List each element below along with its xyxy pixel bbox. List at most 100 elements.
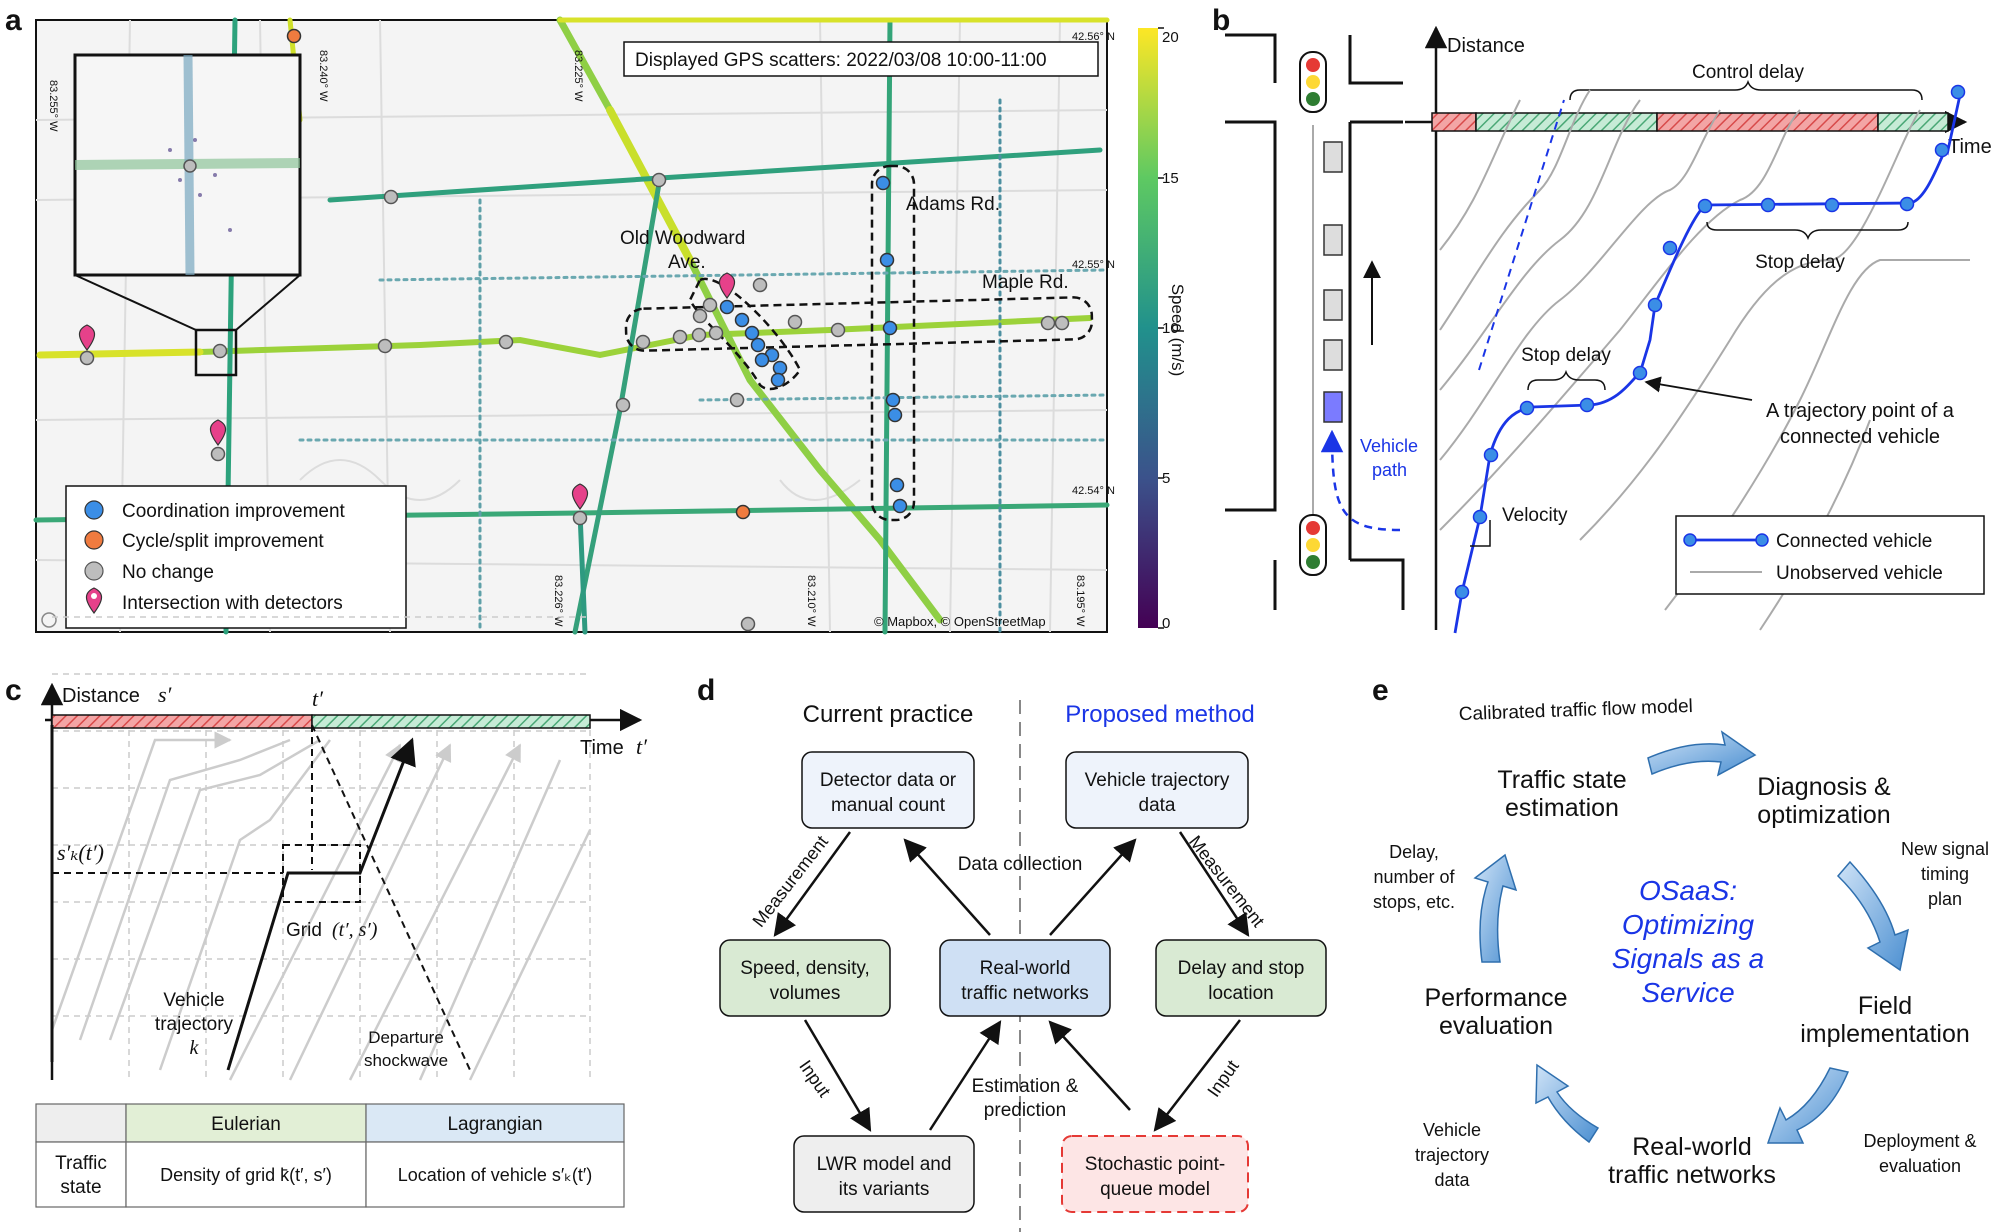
vehicle-trajectory-label: k [190,1037,200,1059]
trajectory-points [1454,84,1966,600]
trajectory-point-annotation: connected vehicle [1780,426,1940,448]
trajectory-point [1697,198,1713,214]
axis-label-distance-c: Distance [62,685,140,707]
legend-label: Coordination improvement [122,501,346,522]
trajectory-point [1472,509,1488,525]
intersection-no-change [1040,315,1056,331]
trajectory-point [1647,297,1663,313]
column-title-current: Current practice [803,701,974,728]
intersection-coordination [882,320,898,336]
vehicle-trajectory-label: Vehicle [163,990,224,1011]
map-panel: 83.255° W 83.240° W 83.225° W 83.226° W … [33,16,1187,635]
colorbar-title: Speed (m/s) [1168,284,1187,377]
intersection-no-change [708,325,724,341]
intersection-no-change [210,446,226,462]
intersection-no-change [635,334,651,350]
colorbar-tick-label: 10 [1162,320,1179,337]
stage-diagnosis: optimization [1757,801,1890,829]
map-inset [73,53,302,377]
label-input-right: Input [1203,1056,1242,1100]
box-text: traffic networks [961,983,1088,1004]
colorbar-tick-label: 15 [1162,170,1179,187]
intersection-coordination [754,352,770,368]
detector-pins [78,272,736,511]
trajectory-point [1950,84,1966,100]
intersection-no-change [692,308,708,324]
panel-label-c: c [5,674,22,707]
intersection-no-change [383,189,399,205]
departure-shockwave-label: shockwave [364,1051,448,1070]
stage-traffic-state-estimation: estimation [1505,794,1619,822]
table-cell-density: Density of grid k̄(t′, s′) [160,1165,332,1185]
annotation-delay: number of [1373,867,1455,887]
box-text: location [1208,983,1274,1004]
intersection-no-change [615,397,631,413]
intersection-no-change [672,329,688,345]
box-delay-stop [1155,939,1327,1017]
detector-pin-icon [85,587,103,615]
box-text: Real-world [980,958,1071,979]
box-text: Delay and stop [1178,958,1305,979]
box-text: queue model [1100,1179,1210,1200]
departure-shockwave [311,724,471,1071]
intersection-no-change [498,334,514,350]
box-text: Stochastic point- [1085,1154,1225,1175]
trajectory-point [1454,584,1470,600]
box-text: data [1139,795,1176,816]
unobserved-trajectories [1439,89,1970,631]
signal-red-phase-c [51,714,313,729]
trajectory-point-annotation: A trajectory point of a [1766,400,1955,422]
map-legend: Coordination improvement Cycle/split imp… [65,485,407,629]
stage-traffic-state-estimation: Traffic state [1497,766,1626,794]
stage-diagnosis: Diagnosis & [1757,773,1891,801]
annotation-delay: Delay, [1389,842,1439,862]
panel-label-a: a [5,4,22,37]
vehicle-trajectory-label: trajectory [155,1014,234,1035]
method-comparison-panel-d: Current practice Proposed method Detecto… [719,700,1327,1232]
legend-swatch-no-change [84,561,104,581]
intersection-coordination [879,252,895,268]
box-text: Detector data or [820,770,957,791]
intersection-coordination [892,498,908,514]
vehicle-icon [1323,339,1343,371]
trajectory-point [1483,447,1499,463]
intersection-coordination [744,325,760,341]
intersection-coordination [875,175,891,191]
osaas-title: OSaaS: [1639,875,1737,906]
intersection-markers [78,28,1070,632]
legend-label: Cycle/split improvement [122,531,324,552]
annotation-deployment: Deployment & [1863,1131,1976,1151]
colorbar-tick-label: 5 [1162,470,1170,487]
vehicle-path-label: path [1372,460,1407,480]
label-estimation: prediction [984,1100,1066,1121]
calibrated-model-label: Calibrated traffic flow model [1458,696,1693,725]
vehicle-path-label: Vehicle [1360,436,1418,456]
legend-swatch-cycle [84,530,104,550]
detector-pin-icon [571,483,589,511]
intersection-no-change [702,297,718,313]
detector-pin-icon [718,272,736,300]
intersection-no-change [729,392,745,408]
column-title-proposed: Proposed method [1065,701,1254,728]
trajectory-point [1579,397,1595,413]
grid-var: (t′, s′) [332,919,378,941]
detector-pin-icon [209,419,227,447]
speed-colorbar [1138,28,1158,628]
intersection-no-change [752,277,768,293]
detector-pin-icon [78,324,96,352]
label-s-k: s′ₖ(t′) [57,840,104,865]
traffic-light-bottom-icon [1299,514,1327,576]
intersection-no-change [830,322,846,338]
coord-label: 83.210° W [805,575,817,627]
stage-performance-evaluation: Performance [1424,984,1567,1012]
coord-label: 83.195° W [1074,575,1086,627]
grid-cell [282,844,361,903]
axis-label-time: Time [1948,136,1992,158]
departure-shockwave-label: Departure [368,1028,444,1047]
axis-label-distance: Distance [1447,35,1525,57]
coord-label: 83.226° W [552,575,564,627]
trajectory-point [1824,197,1840,213]
stop-delay-label-upper: Stop delay [1755,252,1845,273]
coord-label: 83.255° W [47,80,59,132]
